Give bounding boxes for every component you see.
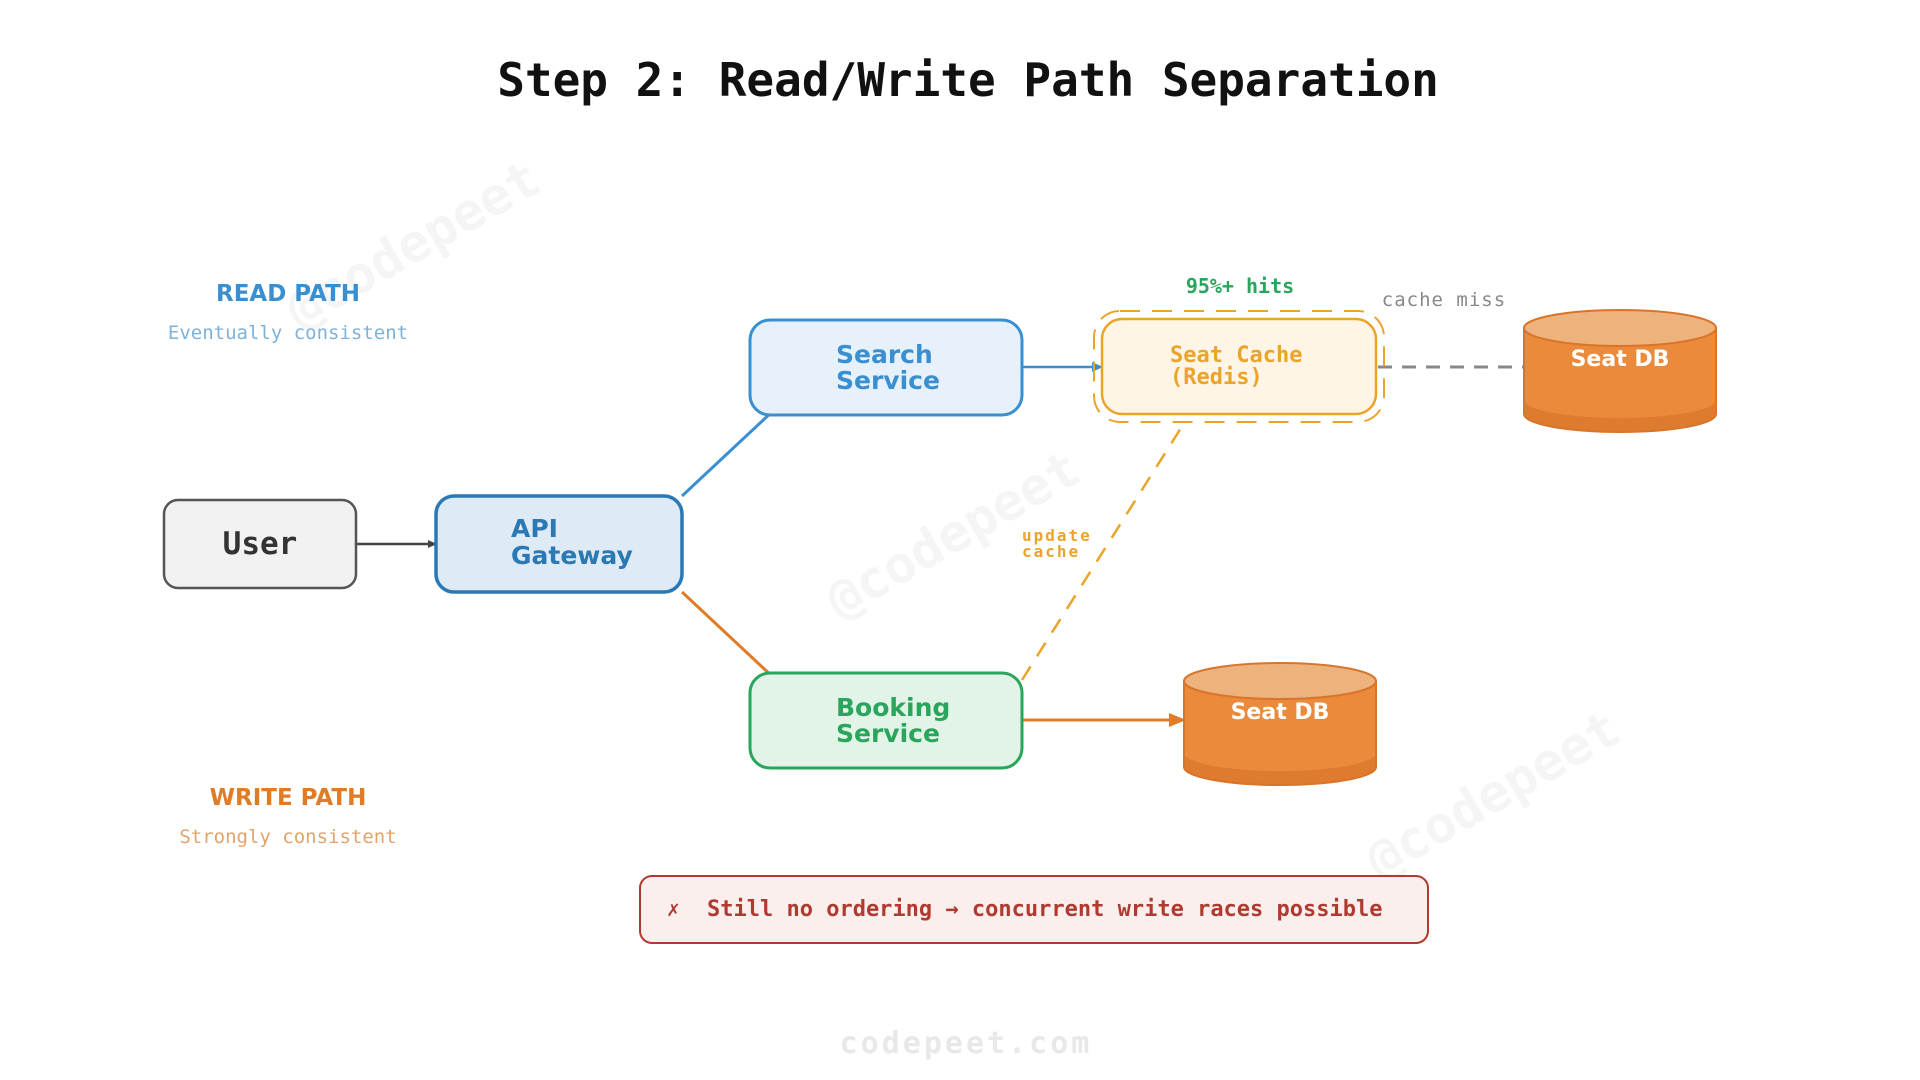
- update-cache-connector: [1020, 419, 1188, 681]
- search-service-line1: Search: [836, 340, 933, 369]
- api-gateway-node[interactable]: [434, 494, 684, 594]
- update-cache-line1: update: [1022, 526, 1092, 545]
- read-path-label: READ PATH: [216, 281, 360, 307]
- footer-watermark: codepeet.com: [840, 1026, 1093, 1061]
- booking-service-label: Booking Service: [836, 693, 959, 748]
- watermark-3: @codepeet: [1357, 698, 1631, 891]
- warning-box: [639, 875, 1429, 944]
- search-service-line2: Service: [836, 366, 940, 395]
- page-title: Step 2: Read/Write Path Separation: [497, 53, 1439, 107]
- user-node[interactable]: [162, 498, 358, 590]
- update-cache-label: update cache: [1022, 526, 1103, 561]
- api-gateway-label: API Gateway: [511, 514, 633, 570]
- seat-db-write-label: Seat DB: [1231, 700, 1330, 725]
- api-gateway-line2: Gateway: [511, 541, 633, 570]
- seat-db-read-label: Seat DB: [1571, 347, 1670, 372]
- api-gateway-line1: API: [511, 514, 558, 543]
- seat-cache-dashed-border: [1093, 310, 1385, 423]
- cache-miss-label: cache miss: [1382, 289, 1506, 311]
- search-service-label: Search Service: [836, 340, 942, 395]
- watermark-1: @codepeet: [277, 148, 551, 341]
- user-node-label: User: [223, 526, 298, 562]
- booking-service-line2: Service: [836, 719, 940, 748]
- seat-cache-node[interactable]: [1100, 317, 1378, 416]
- seat-cache-line1: Seat Cache: [1170, 343, 1302, 368]
- write-path-sublabel: Strongly consistent: [179, 826, 396, 848]
- write-path-label: WRITE PATH: [210, 785, 367, 811]
- search-service-node[interactable]: [748, 318, 1024, 417]
- warning-icon: ✗: [667, 897, 680, 921]
- booking-service-line1: Booking: [836, 693, 950, 722]
- cache-hits-label: 95%+ hits: [1186, 274, 1294, 298]
- seat-cache-line2: (Redis): [1170, 365, 1263, 390]
- read-path-sublabel: Eventually consistent: [168, 322, 408, 344]
- seat-db-read-node[interactable]: [1523, 309, 1717, 433]
- seat-cache-label: Seat Cache (Redis): [1170, 343, 1316, 390]
- update-cache-line2: cache: [1022, 542, 1080, 561]
- warning-text: Still no ordering → concurrent write rac…: [707, 897, 1383, 922]
- booking-service-node[interactable]: [748, 671, 1024, 770]
- seat-db-write-node[interactable]: [1183, 662, 1377, 786]
